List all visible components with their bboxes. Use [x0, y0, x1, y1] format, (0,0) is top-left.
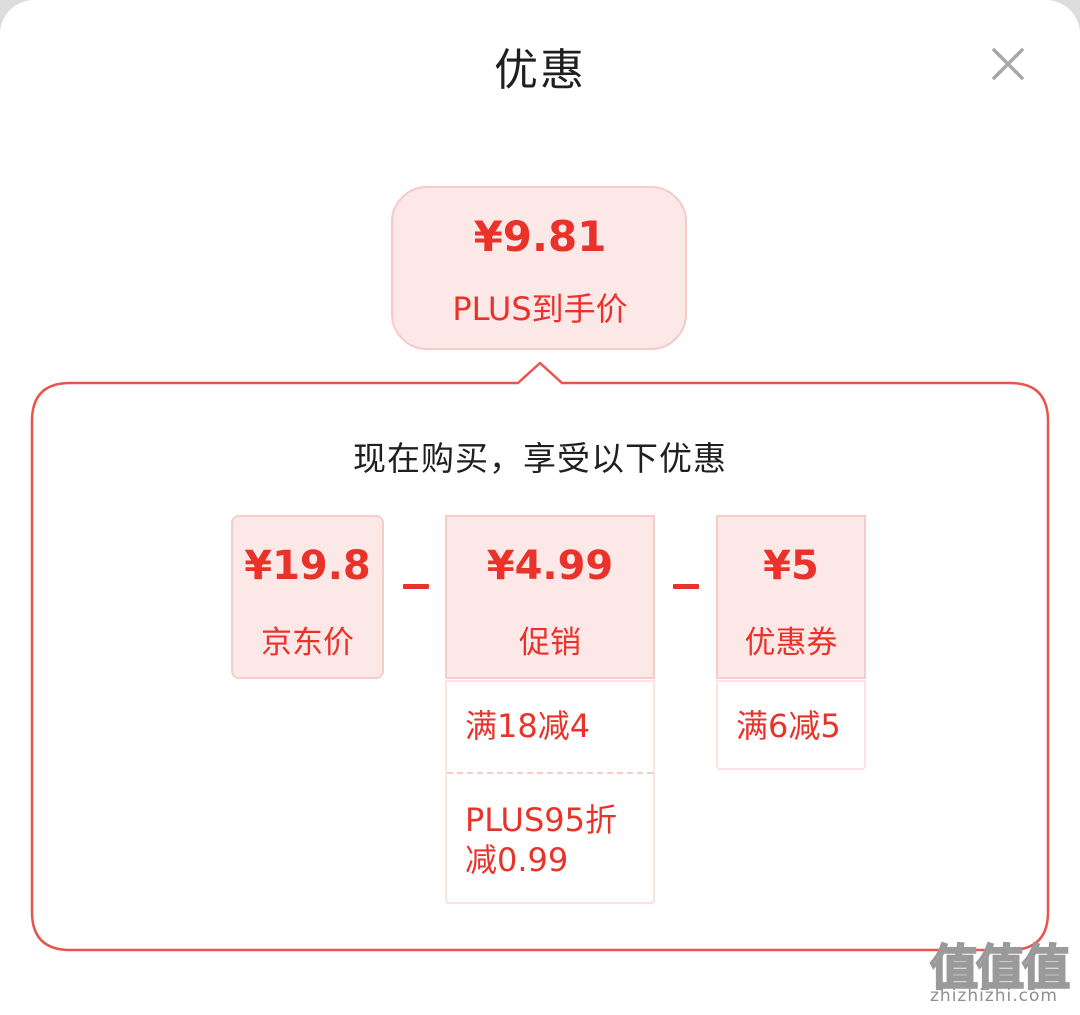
- coupon-details: 满6减5: [716, 680, 866, 770]
- sheet-title: 优惠: [494, 45, 586, 96]
- promotion-value: ¥4.99: [486, 543, 614, 589]
- jd-price-card: ¥19.8 京东价: [231, 515, 384, 679]
- coupon-card: ¥5 优惠券: [716, 515, 866, 679]
- site-watermark: 值值值 zhizhizhi.com: [929, 928, 1075, 1008]
- close-icon[interactable]: [986, 42, 1030, 86]
- minus-icon: [403, 584, 429, 589]
- final-price: ¥9.81: [473, 212, 607, 261]
- promotion-label: 促销: [519, 625, 581, 661]
- watermark-logo: 值值值: [929, 939, 1071, 997]
- promotion-details: 满18减4 PLUS95折减0.99: [445, 680, 655, 904]
- coupon-value: ¥5: [763, 543, 819, 589]
- final-price-bubble: [391, 186, 687, 350]
- promotion-detail-item: 满18减4: [465, 707, 591, 745]
- coupon-label: 优惠券: [744, 625, 838, 661]
- breakdown-subtitle: 现在购买，享受以下优惠: [353, 439, 727, 478]
- detail-divider: [447, 772, 653, 774]
- jd-price-value: ¥19.8: [244, 543, 371, 589]
- promotion-card: ¥4.99 促销: [445, 515, 655, 679]
- promotion-detail-item: PLUS95折减0.99: [465, 801, 617, 879]
- minus-icon: [673, 584, 699, 589]
- coupon-detail-item: 满6减5: [736, 707, 841, 745]
- watermark-url: zhizhizhi.com: [930, 986, 1058, 1006]
- final-price-label: PLUS到手价: [452, 290, 628, 328]
- jd-price-label: 京东价: [261, 625, 354, 661]
